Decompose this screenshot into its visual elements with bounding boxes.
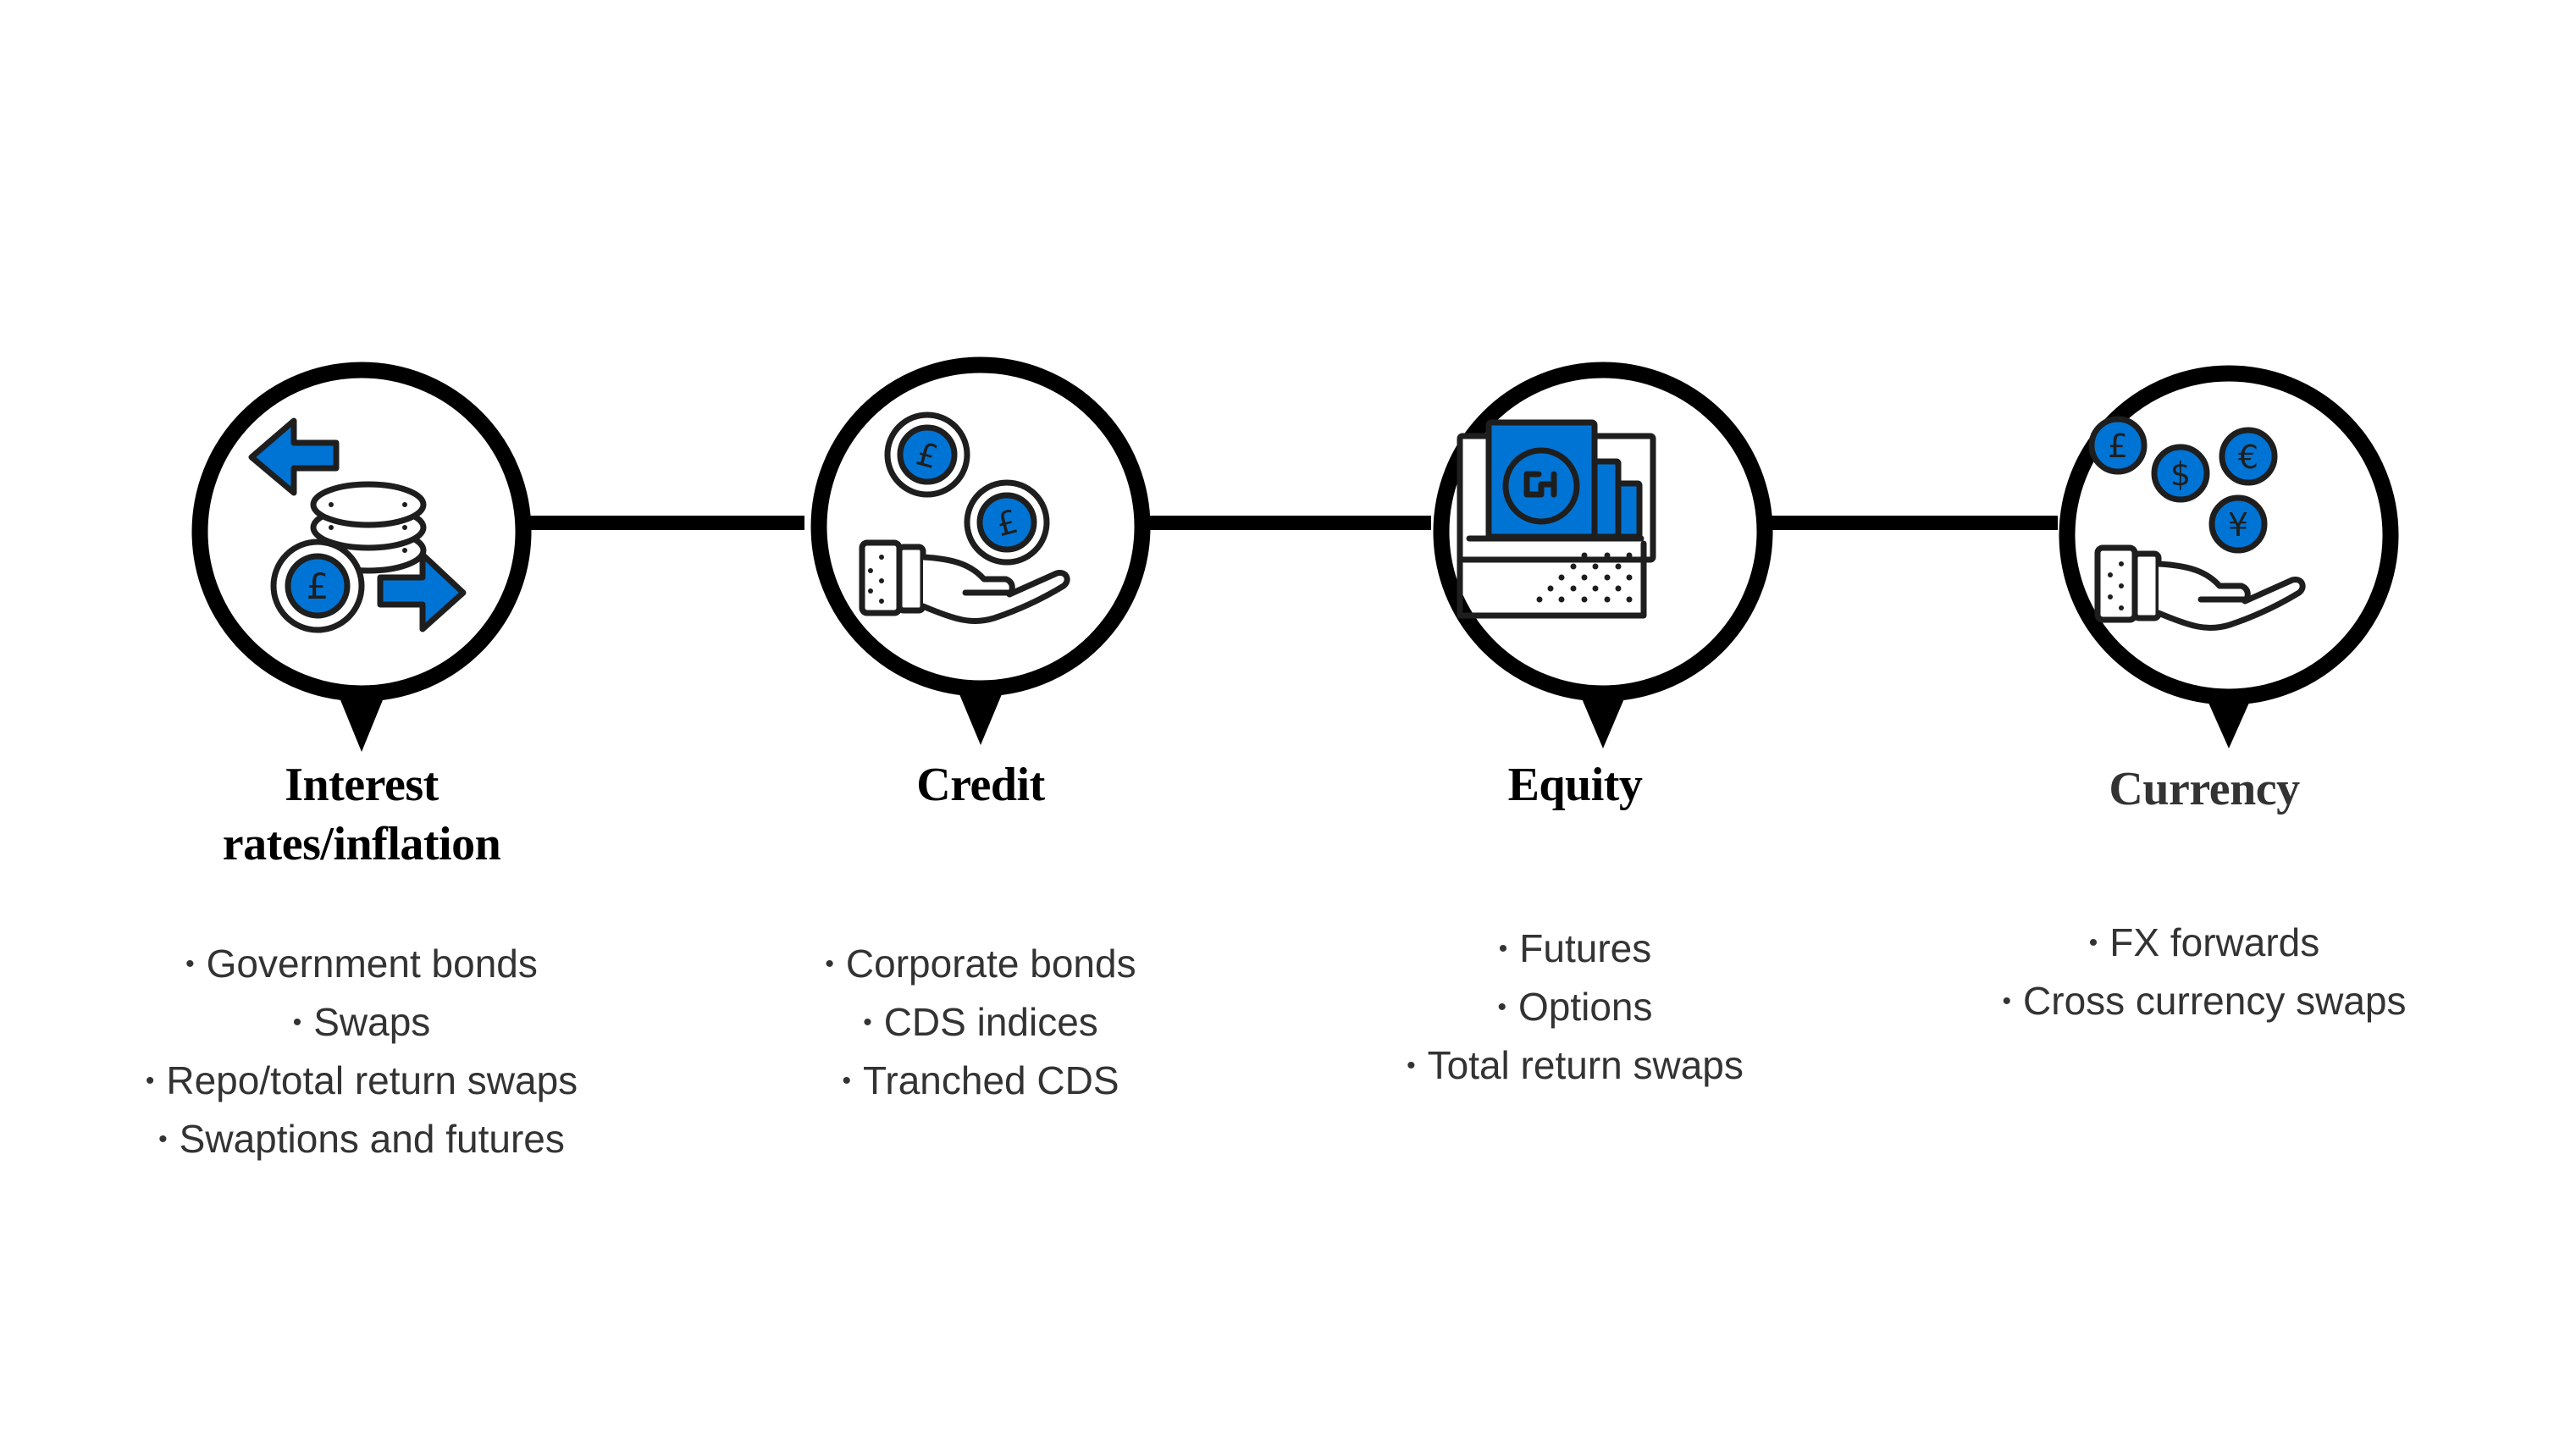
svg-text:€: € [2238,439,2258,476]
bullet-icon: • [1497,993,1506,1021]
bullet-icon: • [842,1067,851,1095]
heading-line: Credit [916,759,1045,811]
item-label: FX forwards [2109,920,2320,964]
pin-marker-icon: £ £ [810,356,1151,745]
instrument-list: • Government bonds • Swaps • Repo/total ret… [108,935,616,1168]
list-item: • Cross currency swaps [1942,972,2467,1030]
heading-currency: Currency [1942,759,2467,819]
node-interest-rates: £ [184,347,539,754]
bullet-icon: • [2088,929,2098,957]
hand-receiving-multi-currency-coins-icon: £ $ € ¥ [2088,416,2306,632]
item-label: Swaps [313,1000,431,1044]
list-item: • FX forwards [1942,914,2467,972]
item-label: Cross currency swaps [2023,979,2407,1023]
heading-line: Interest [285,759,439,811]
bullet-icon: • [825,950,834,978]
heading-line: Equity [1507,759,1643,811]
svg-text:£: £ [2108,428,2128,465]
heading-line: Currency [2109,763,2300,815]
bullet-icon: • [185,950,195,978]
pin-marker-icon: £ $ € ¥ [2059,365,2399,748]
list-item: • Repo/total return swaps [108,1052,616,1110]
heading-interest-rates: Interest rates/inflation [108,755,616,874]
pin-marker-icon: £ [191,362,532,752]
hand-receiving-pound-coins-icon: £ £ [859,411,1070,625]
item-label: Options [1517,985,1653,1029]
share-certificates-folder-icon [1457,419,1656,619]
list-item: • Corporate bonds [727,935,1235,993]
list-item: • Swaptions and futures [108,1110,616,1168]
item-label: Total return swaps [1427,1043,1744,1087]
list-item: • Swaps [108,993,616,1052]
column-interest-rates: Interest rates/inflation • Government bon… [108,755,616,1168]
list-item: • CDS indices [727,993,1235,1052]
column-credit: Credit • Corporate bonds • CDS indices • Tr… [727,755,1235,1110]
list-item: • Government bonds [108,935,616,993]
node-currency: £ $ € ¥ [2051,351,2407,757]
item-label: Futures [1519,926,1652,970]
item-label: Government bonds [206,942,538,986]
list-item: • Options [1321,978,1829,1036]
connector-line-3 [1766,516,2058,530]
item-label: Tranched CDS [862,1058,1119,1102]
coin-stack-exchange-arrows-icon: £ [248,417,467,633]
list-item: • Tranched CDS [727,1052,1235,1110]
node-credit: £ £ [803,342,1158,748]
heading-credit: Credit [727,755,1235,815]
bullet-icon: • [292,1008,302,1036]
svg-text:$: $ [2170,456,2191,493]
bullet-icon: • [863,1008,872,1036]
svg-text:£: £ [307,566,329,607]
bullet-icon: • [1407,1052,1416,1080]
svg-text:¥: ¥ [2228,506,2248,544]
item-label: Repo/total return swaps [166,1058,578,1102]
connector-line-2 [1143,516,1431,530]
item-label: Corporate bonds [845,942,1136,986]
bullet-icon: • [145,1067,155,1095]
column-equity: Equity • Futures • Options • Total return s… [1321,755,1829,1095]
node-equity [1425,347,1781,754]
heading-equity: Equity [1321,755,1829,815]
instrument-list: • FX forwards • Cross currency swaps [1942,914,2467,1030]
bullet-icon: • [158,1125,168,1153]
list-item: • Futures [1321,920,1829,978]
heading-line: rates/inflation [222,818,501,870]
pin-marker-icon [1433,362,1773,748]
bullet-icon: • [1498,935,1508,963]
bullet-icon: • [2002,987,2012,1015]
instrument-list: • Futures • Options • Total return swaps [1321,920,1829,1095]
instrument-list: • Corporate bonds • CDS indices • Tranched … [727,935,1235,1110]
list-item: • Total return swaps [1321,1036,1829,1095]
item-label: Swaptions and futures [179,1117,565,1161]
connector-line-1 [525,516,804,530]
column-currency: Currency • FX forwards • Cross currency sw… [1942,759,2467,1030]
item-label: CDS indices [883,1000,1098,1044]
